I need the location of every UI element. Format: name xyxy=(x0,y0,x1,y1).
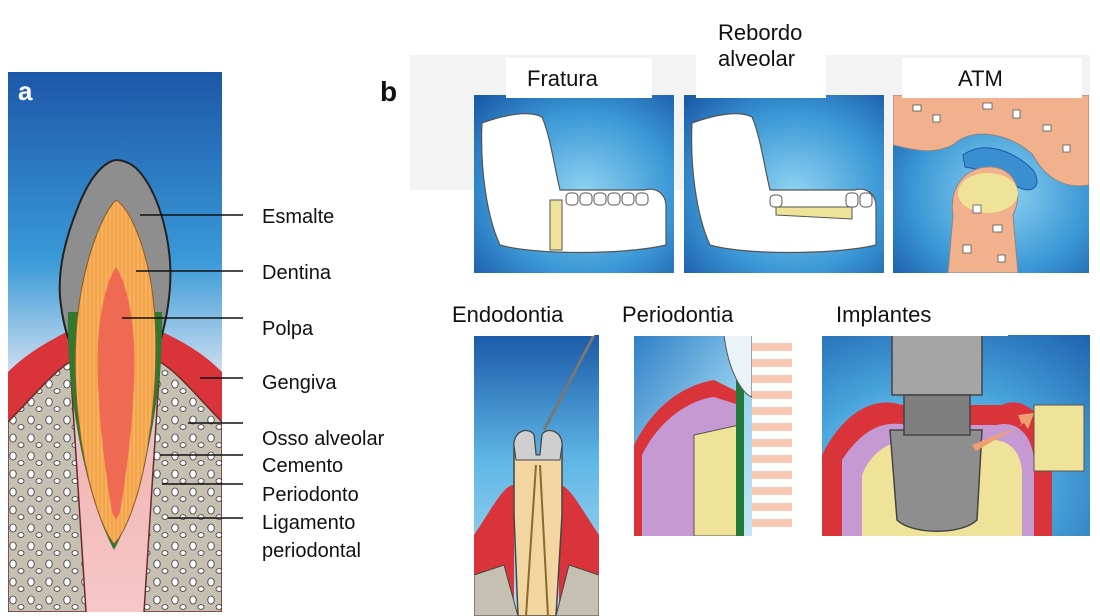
panel-a: a xyxy=(8,72,222,612)
label-polpa: Polpa xyxy=(262,318,313,340)
label-ligamento: Ligamento xyxy=(262,512,355,534)
label-dentina: Dentina xyxy=(262,262,331,284)
tile-fratura xyxy=(474,95,674,273)
tile-rebordo-alveolar xyxy=(684,95,884,273)
tile-periodontia xyxy=(634,335,792,536)
label-cemento: Cemento xyxy=(262,455,343,477)
label-periodontal: periodontal xyxy=(262,540,361,562)
title-atm: ATM xyxy=(958,66,1003,91)
panel-a-letter: a xyxy=(18,76,32,107)
title-rebordo-line1: Rebordo xyxy=(718,20,802,45)
title-fratura: Fratura xyxy=(527,66,598,91)
label-periodonto: Periodonto xyxy=(262,484,359,506)
tile-atm xyxy=(893,95,1089,273)
tile-implantes xyxy=(822,335,1090,536)
tile-endodontia xyxy=(474,335,599,616)
label-esmalte: Esmalte xyxy=(262,206,334,228)
title-implantes: Implantes xyxy=(836,302,931,327)
panel-b-letter: b xyxy=(380,76,397,108)
label-gengiva: Gengiva xyxy=(262,372,337,394)
label-osso-alveolar: Osso alveolar xyxy=(262,428,384,450)
title-periodontia: Periodontia xyxy=(622,302,733,327)
title-rebordo-line2: alveolar xyxy=(718,46,795,71)
tooth-cross-section xyxy=(8,72,222,612)
title-endodontia: Endodontia xyxy=(452,302,563,327)
